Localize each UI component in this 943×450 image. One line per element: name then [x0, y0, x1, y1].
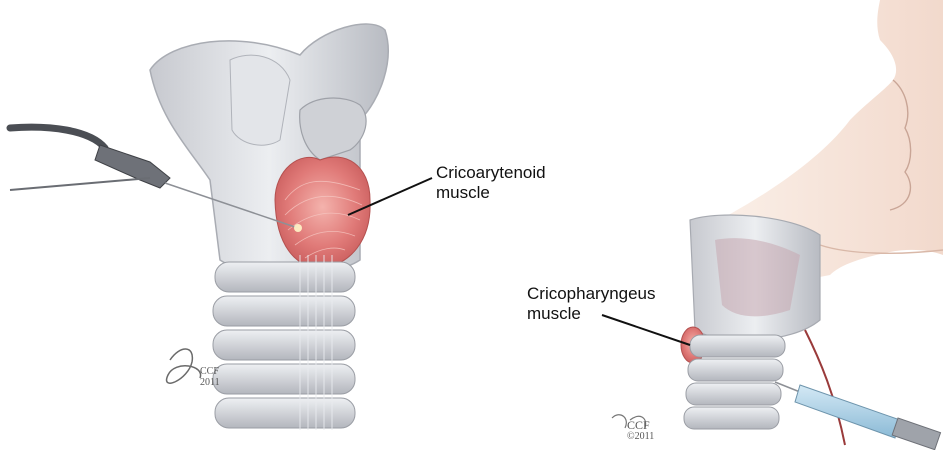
syringe	[775, 382, 941, 450]
second-cable	[10, 178, 150, 190]
cricoarytenoid-label-line1: Cricoarytenoid	[436, 163, 546, 183]
signature-left	[167, 349, 201, 383]
credit-right-year: ©2011	[627, 431, 654, 442]
credit-left-year: 2011	[200, 377, 220, 388]
credit-right: CCF ©2011	[627, 420, 654, 442]
cricoarytenoid-label: Cricoarytenoid muscle	[436, 163, 546, 203]
credit-left: CCF 2011	[200, 366, 220, 388]
trachea-right	[684, 335, 785, 429]
cricopharyngeus-label-line1: Cricopharyngeus	[527, 284, 656, 304]
credit-right-org: CCF	[627, 420, 654, 431]
left-larynx	[10, 24, 432, 430]
trachea-rings	[213, 262, 355, 428]
right-neck	[602, 0, 943, 450]
cricopharyngeus-label: Cricopharyngeus muscle	[527, 284, 656, 324]
cricopharyngeus-label-line2: muscle	[527, 304, 656, 324]
endoscope-cable	[10, 127, 105, 148]
credit-left-org: CCF	[200, 366, 220, 377]
cricoarytenoid-label-line2: muscle	[436, 183, 546, 203]
